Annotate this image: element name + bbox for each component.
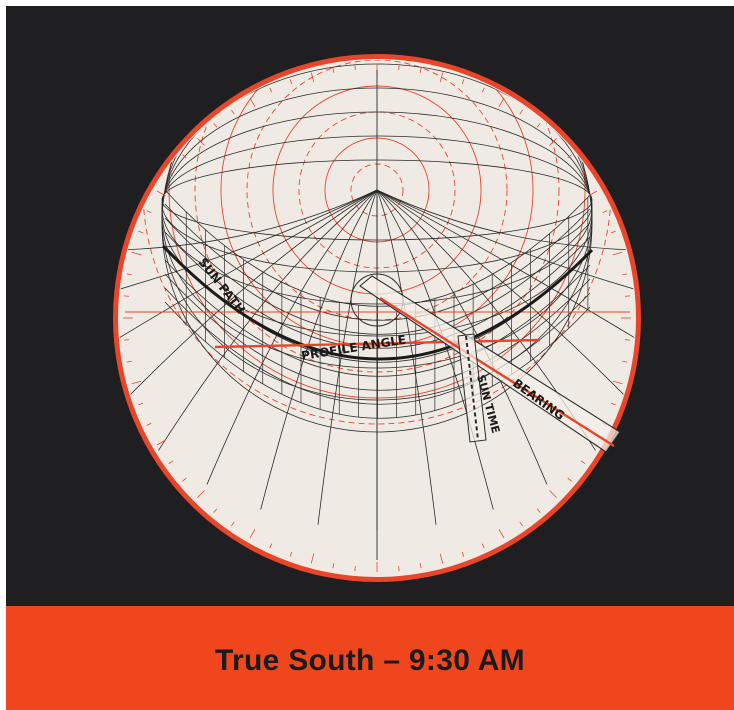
sun-path-curve [161, 244, 594, 361]
rim-tick-marks [123, 64, 631, 572]
bearing-line [379, 296, 615, 448]
caption-text: True South – 9:30 AM [215, 644, 525, 677]
profile-angle-line [214, 338, 541, 349]
sun-time-cursor[interactable] [457, 333, 487, 443]
caption-banner: True South – 9:30 AM [6, 606, 734, 710]
bearing-arm[interactable] [359, 275, 621, 453]
